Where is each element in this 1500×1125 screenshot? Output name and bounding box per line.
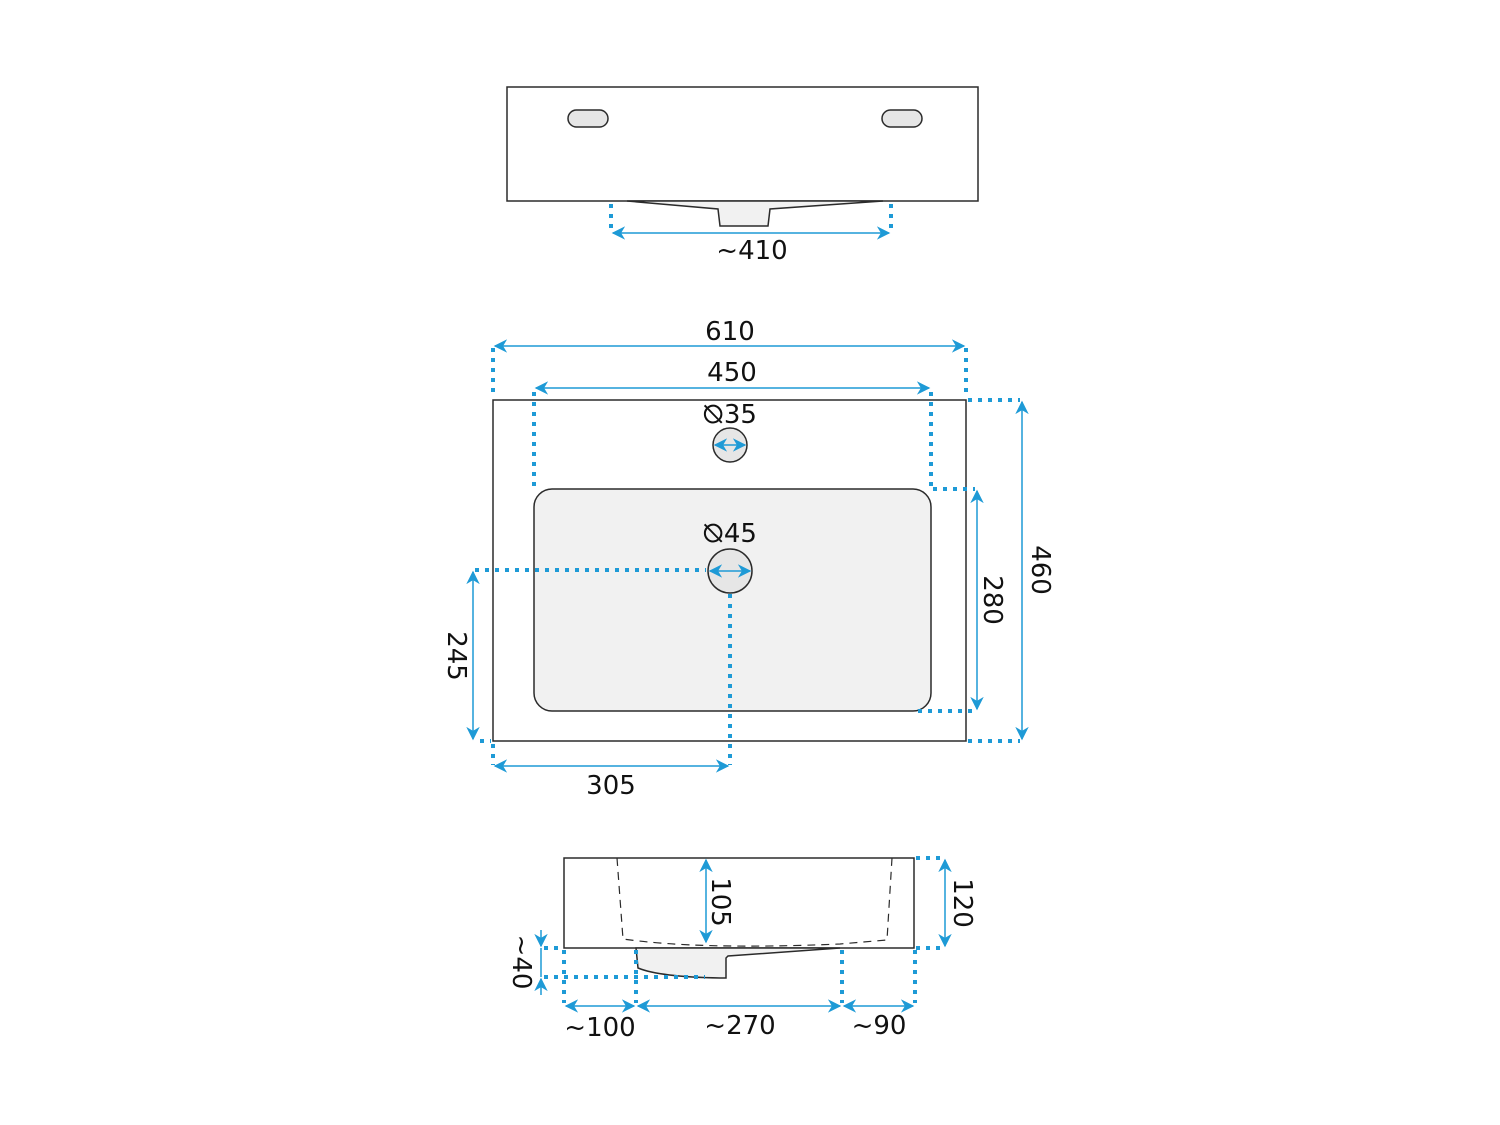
- rear-view: ~410: [506, 86, 979, 266]
- label-tap-hole: ⦰35: [703, 400, 757, 430]
- label-rear-offset: ~100: [564, 1013, 635, 1043]
- label-bowl-depth: 105: [705, 877, 735, 927]
- label-drain-from-side: 305: [586, 771, 636, 801]
- label-drain-span: ~270: [704, 1011, 775, 1041]
- label-total-height: 120: [947, 878, 977, 928]
- basin-bowl: [533, 488, 932, 712]
- label-drain-hole: ⦰45: [703, 519, 757, 549]
- mounting-slot-left: [567, 109, 609, 128]
- side-profile: [563, 857, 915, 949]
- drain-profile: [626, 200, 884, 227]
- label-overflow-width: ~410: [716, 236, 787, 266]
- drain-outlet-profile: [635, 947, 841, 979]
- rear-panel: [506, 86, 979, 202]
- top-view: 610 450 ⦰35 ⦰45 460 280 245 305: [441, 317, 1055, 801]
- label-basin-width: 450: [707, 358, 757, 388]
- label-basin-depth: 280: [977, 575, 1007, 625]
- label-front-offset: ~90: [852, 1011, 907, 1041]
- label-drain-from-front: 245: [441, 631, 471, 681]
- side-view: 105 120 ~40 ~100 ~270 ~90: [506, 856, 977, 1043]
- mounting-slot-right: [881, 109, 923, 128]
- label-total-depth: 460: [1025, 545, 1055, 595]
- label-drain-drop: ~40: [506, 935, 536, 990]
- label-total-width: 610: [705, 317, 755, 347]
